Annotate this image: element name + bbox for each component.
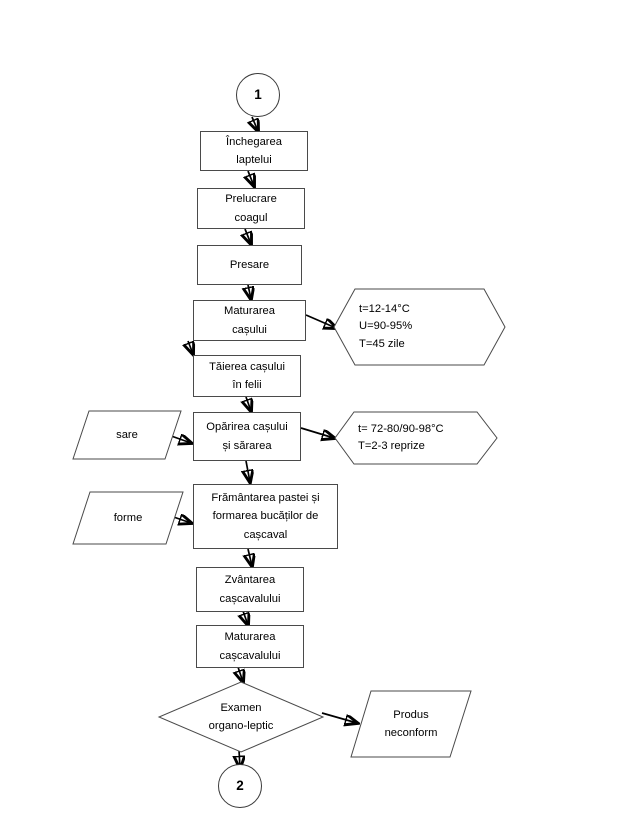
hexagon-shape [333, 288, 506, 366]
process-taierea-casului-label: Tăierea cașului în felii [209, 360, 285, 391]
process-maturarea-casului-label: Maturarea cașului [224, 305, 275, 336]
parameters-maturare-label: t=12-14°C U=90-95% T=45 zile [359, 302, 413, 350]
process-zvantarea-cascavalului[interactable]: Zvântarea cașcavalului [196, 567, 304, 612]
input-sare-label: sare [116, 428, 138, 441]
input-forme[interactable]: forme [72, 491, 184, 545]
decision-examen-label-wrap: Examen organo-leptic [158, 681, 324, 753]
edge-oparirea-to-parametri-oparire [300, 427, 334, 438]
input-forme-label-wrap: forme [72, 491, 184, 545]
edge-inchegarea-to-prelucrare [248, 170, 254, 186]
process-oparirea-casului-label: Opărirea cașului și sărarea [206, 421, 288, 452]
connector-start-label: 1 [254, 87, 262, 103]
parameters-maturare-casului[interactable]: t=12-14°C U=90-95% T=45 zile [333, 288, 506, 366]
process-inchegarea-laptelui-label: Închegarea laptelui [226, 135, 282, 166]
input-sare[interactable]: sare [72, 410, 182, 460]
process-prelucrare-coagul[interactable]: Prelucrare coagul [197, 188, 305, 229]
process-maturarea-cascavalului-label: Maturarea cașcavalului [219, 631, 281, 662]
connector-end-2[interactable]: 2 [218, 764, 262, 808]
process-inchegarea-laptelui[interactable]: Închegarea laptelui [200, 131, 308, 171]
parameters-oparire-label: t= 72-80/90-98°C T=2-3 reprize [358, 422, 444, 452]
edge-prelucrare-to-presare [245, 228, 251, 244]
process-framantarea-pastei-label: Frământarea pastei și formarea bucăților… [211, 492, 320, 541]
process-taierea-casului-in-felii[interactable]: Tăierea cașului în felii [193, 355, 301, 397]
edge-maturarea-cascavalului-to-examen [238, 666, 243, 682]
parallelogram-shape [72, 410, 182, 460]
connector-end-label: 2 [236, 778, 244, 794]
connector-start-1[interactable]: 1 [236, 73, 280, 117]
edge-start-to-inchegarea [252, 116, 258, 131]
edge-maturarea-casului-to-taierea [188, 341, 193, 354]
edge-framantarea-to-zvantarea [248, 548, 252, 566]
input-sare-label-wrap: sare [72, 410, 182, 460]
process-oparirea-casului-si-sararea[interactable]: Opărirea cașului și sărarea [193, 412, 301, 461]
parallelogram-shape [350, 690, 472, 758]
process-presare-label: Presare [229, 258, 270, 271]
edge-presare-to-maturarea-casului [248, 284, 251, 299]
parameters-oparire[interactable]: t= 72-80/90-98°C T=2-3 reprize [334, 411, 498, 465]
hexagon-shape [334, 411, 498, 465]
process-presare[interactable]: Presare [197, 245, 302, 285]
output-produs-neconform-label-wrap: Produs neconform [350, 690, 472, 758]
diamond-shape [157, 681, 325, 753]
decision-examen-label: Examen organo-leptic [208, 701, 274, 732]
edge-zvantarea-to-maturarea-cascavalului [243, 610, 248, 625]
parameters-oparire-label-wrap: t= 72-80/90-98°C T=2-3 reprize [334, 411, 522, 465]
edge-taierea-to-oparirea [246, 396, 251, 411]
output-produs-neconform-label: Produs neconform [384, 708, 438, 739]
process-zvantarea-cascavalului-label: Zvântarea cașcavalului [219, 574, 281, 605]
parameters-maturare-label-wrap: t=12-14°C U=90-95% T=45 zile [333, 288, 532, 366]
process-prelucrare-coagul-label: Prelucrare coagul [225, 193, 277, 224]
process-framantarea-pastei[interactable]: Frământarea pastei și formarea bucăților… [193, 484, 338, 549]
process-maturarea-casului[interactable]: Maturarea cașului [193, 300, 306, 341]
parallelogram-shape [72, 491, 184, 545]
decision-examen-organoleptic[interactable]: Examen organo-leptic [157, 681, 325, 753]
process-maturarea-cascavalului[interactable]: Maturarea cașcavalului [196, 625, 304, 668]
input-forme-label: forme [113, 511, 143, 524]
edge-maturarea-casului-to-parametri [305, 314, 336, 328]
edge-oparirea-to-framantarea [246, 460, 250, 482]
output-produs-neconform[interactable]: Produs neconform [350, 690, 472, 758]
